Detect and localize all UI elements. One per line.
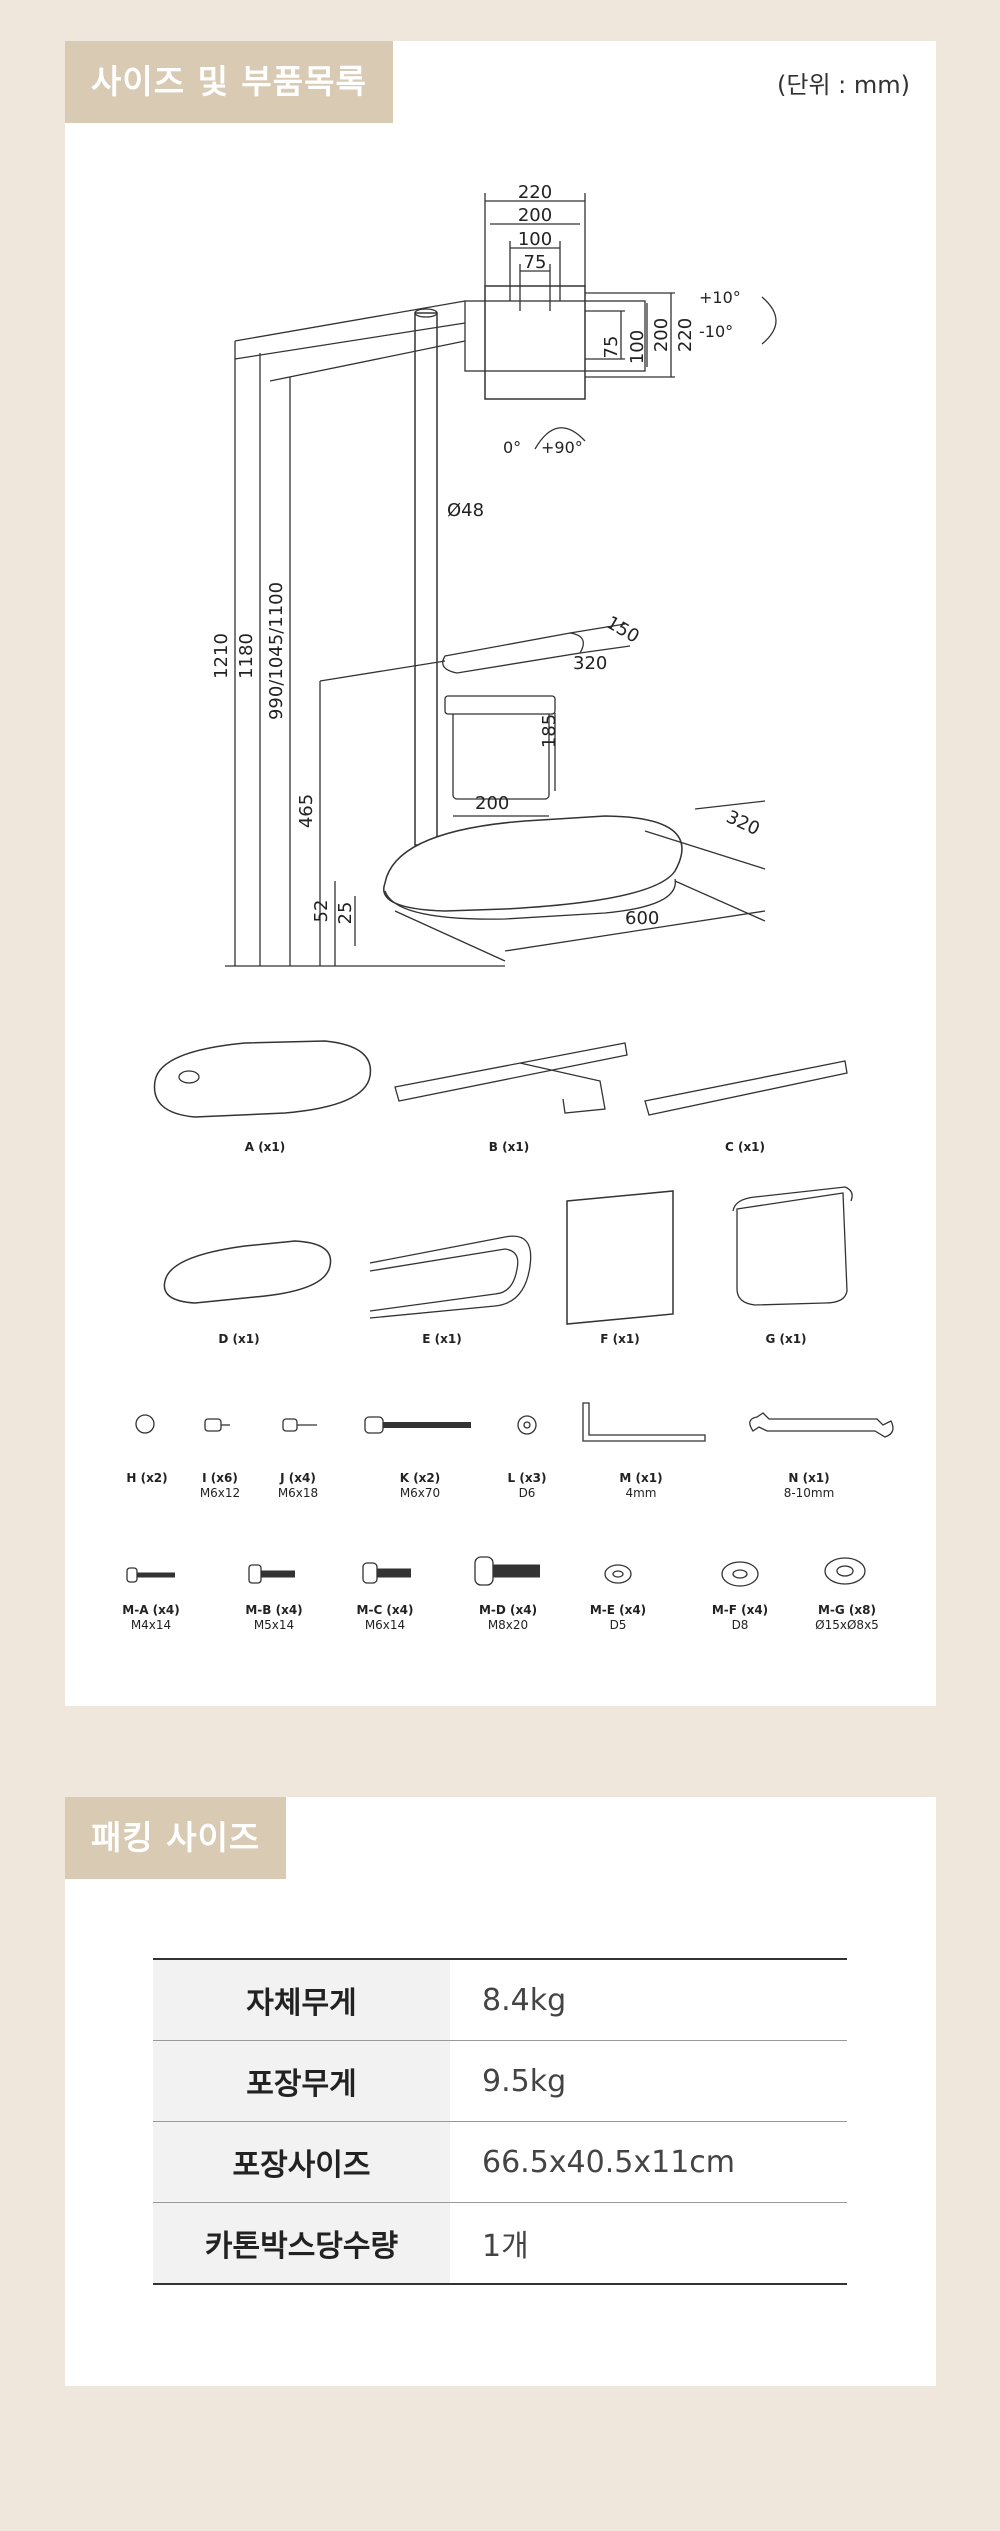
part-h: H (x2) [126,1471,167,1485]
dim-v220: 220 [675,318,696,352]
part-mb-size: M5x14 [254,1618,294,1632]
part-me: M-E (x4) [590,1603,646,1617]
part-me-size: D5 [610,1618,627,1632]
pocket-height: 185 [539,714,560,748]
section-title: 사이즈 및 부품목록 [65,41,393,123]
shelf-depth: 150 [603,612,643,647]
dim-vesa-100: 100 [518,229,552,250]
part-a: A (x1) [245,1140,286,1154]
size-parts-card: 사이즈 및 부품목록 (단위 : mm) [65,41,936,1706]
part-g: G (x1) [765,1332,806,1346]
row-key: 포장무게 [153,2040,450,2122]
table-row: 자체무게 8.4kg [153,1958,847,2041]
part-mb: M-B (x4) [245,1603,302,1617]
rotate-90: +90° [541,438,583,457]
part-mg: M-G (x8) [818,1603,876,1617]
part-mf-size: D8 [732,1618,749,1632]
part-mc: M-C (x4) [357,1603,414,1617]
dim-vesa-200: 200 [518,205,552,226]
part-b: B (x1) [489,1140,529,1154]
height-1210: 1210 [211,633,232,679]
tilt-up: +10° [699,288,741,307]
part-mf: M-F (x4) [712,1603,768,1617]
dim-vesa-75: 75 [524,252,547,273]
packing-table: 자체무게 8.4kg 포장무게 9.5kg 포장사이즈 66.5x40.5x11… [153,1958,847,2285]
part-f: F (x1) [600,1332,639,1346]
row-value: 9.5kg [450,2040,847,2122]
base-width: 600 [625,908,659,929]
part-d: D (x1) [218,1332,259,1346]
table-row: 포장사이즈 66.5x40.5x11cm [153,2121,847,2203]
part-l-size: D6 [519,1486,536,1500]
tilt-down: -10° [699,322,733,341]
table-row: 포장무게 9.5kg [153,2040,847,2122]
part-n-size: 8-10mm [784,1486,835,1500]
pole-diameter: Ø48 [447,500,484,521]
dim-vesa-v75: 75 [601,336,622,359]
section-title: 패킹 사이즈 [65,1797,287,1879]
base-depth: 320 [723,806,763,840]
part-mg-size: Ø15xØ8x5 [815,1618,879,1632]
dim-vesa-v100: 100 [627,330,648,364]
part-mc-size: M6x14 [365,1618,405,1632]
part-e: E (x1) [422,1332,461,1346]
row-value: 8.4kg [450,1958,847,2041]
shelf-width: 320 [573,653,607,674]
row-value: 1개 [450,2202,847,2285]
height-25: 25 [335,902,356,925]
part-k: K (x2) [400,1471,441,1485]
height-990: 990/1045/1100 [266,582,287,720]
part-i-size: M6x12 [200,1486,240,1500]
part-c: C (x1) [725,1140,765,1154]
pocket-width: 200 [475,793,509,814]
part-i: I (x6) [202,1471,238,1485]
part-ma: M-A (x4) [122,1603,179,1617]
row-key: 자체무게 [153,1958,450,2041]
part-m-size: 4mm [625,1486,656,1500]
row-key: 카톤박스당수량 [153,2202,450,2285]
rotate-0: 0° [503,438,521,457]
height-1180: 1180 [236,633,257,679]
dim-vesa-220: 220 [518,182,552,203]
part-j-size: M6x18 [278,1486,318,1500]
dimension-diagram: 220 200 100 75 75 100 200 220 +10° -10° … [122,182,894,1632]
dim-vesa-v200: 200 [651,318,672,352]
row-value: 66.5x40.5x11cm [450,2121,847,2203]
part-k-size: M6x70 [400,1486,440,1500]
part-md: M-D (x4) [479,1603,537,1617]
unit-label: (단위 : mm) [777,71,910,99]
part-ma-size: M4x14 [131,1618,171,1632]
height-465: 465 [296,794,317,828]
height-52: 52 [311,900,332,923]
part-m: M (x1) [619,1471,662,1485]
table-row: 카톤박스당수량 1개 [153,2202,847,2285]
part-l: L (x3) [508,1471,547,1485]
row-key: 포장사이즈 [153,2121,450,2203]
part-md-size: M8x20 [488,1618,528,1632]
part-j: J (x4) [279,1471,316,1485]
part-n: N (x1) [788,1471,829,1485]
packing-size-card: 패킹 사이즈 자체무게 8.4kg 포장무게 9.5kg 포장사이즈 66.5x… [65,1797,936,2386]
